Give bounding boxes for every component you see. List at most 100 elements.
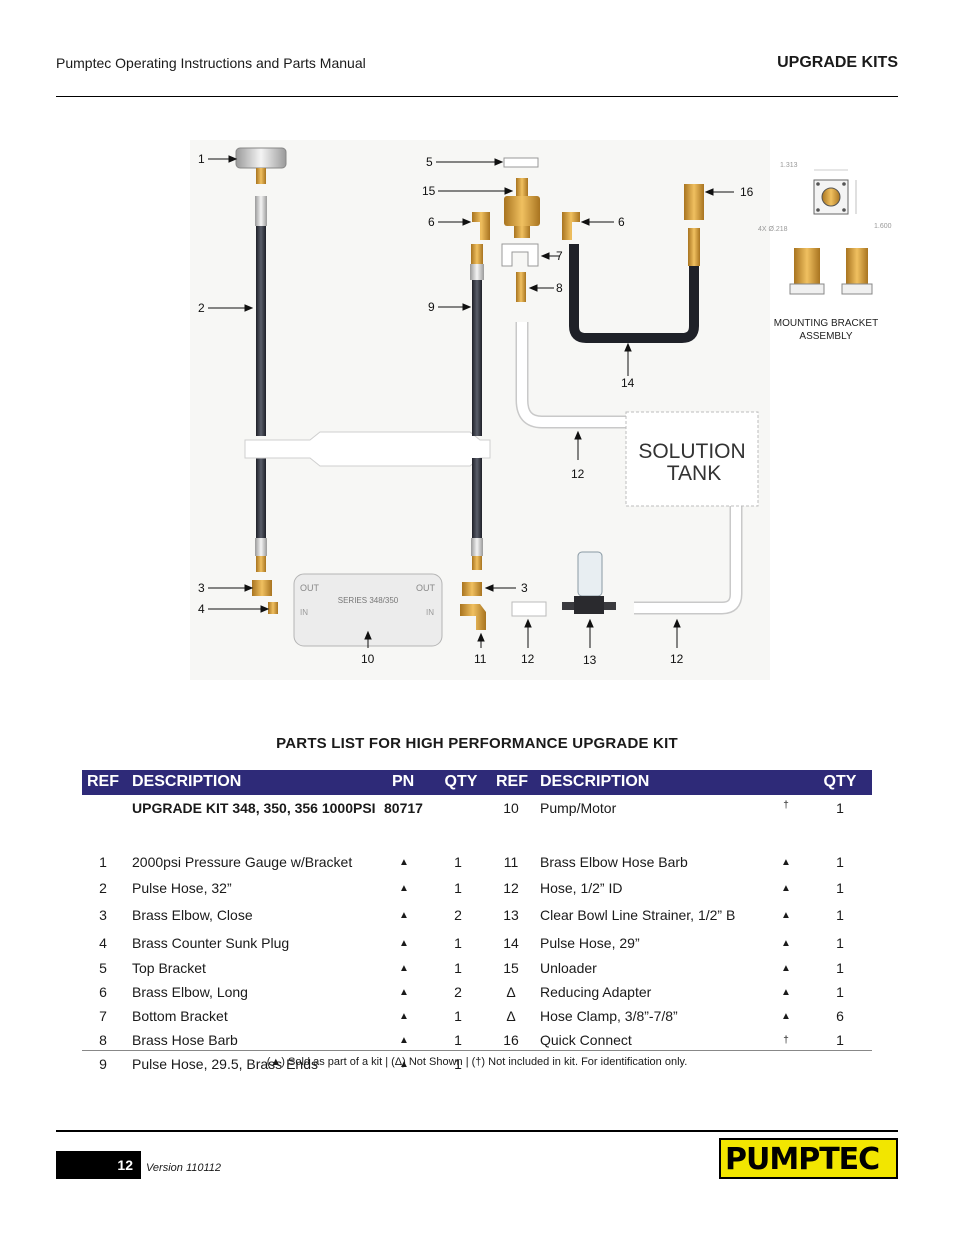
row-mark-2: † (783, 800, 789, 811)
callout-5: 5 (426, 155, 433, 169)
row-ref: 3 (99, 907, 107, 923)
manual-title: Pumptec Operating Instructions and Parts… (56, 55, 366, 71)
device-out-text-2: OUT (416, 583, 436, 593)
row-qty: 1 (454, 935, 462, 951)
header-rule (56, 96, 898, 97)
device-in-text-2: IN (426, 608, 434, 617)
row-kit-mark: ▲ (399, 938, 409, 949)
row-qty: 2 (454, 984, 462, 1000)
row-qty-2: 1 (836, 1032, 844, 1048)
row-kit-mark-2: ▲ (781, 938, 791, 949)
row-qty-2: 6 (836, 1008, 844, 1024)
brass-elbow-close-left (252, 580, 272, 596)
callout-numbers: 1 2 3 4 5 6 6 7 8 9 3 10 11 12 13 12 14 … (198, 152, 754, 667)
row-qty: 2 (454, 907, 462, 923)
callout-6-right: 6 (618, 215, 625, 229)
pulse-hose-29 (569, 244, 699, 343)
kit-pn: 80717 (384, 800, 423, 816)
pumptec-logo: PUMPTEC (719, 1138, 898, 1179)
device-series-text: SERIES 348/350 (338, 596, 399, 605)
bottom-bracket (501, 243, 539, 267)
row-ref-2: Δ (506, 1008, 516, 1024)
hose-segment (511, 601, 547, 617)
row-kit-mark: ▲ (399, 987, 409, 998)
row-description: Pulse Hose, 32” (132, 880, 232, 896)
row-ref: 2 (99, 880, 107, 896)
page-number: 12 (56, 1151, 141, 1179)
footer-rule (56, 1130, 898, 1132)
table-header: REF DESCRIPTION PN QTY REF DESCRIPTION Q… (82, 770, 872, 795)
row-qty: 1 (454, 960, 462, 976)
header-ref: REF (87, 773, 119, 790)
row-ref-2: Δ (506, 984, 516, 1000)
table-legend: (▲) Sold as part of a kit | (Δ) Not Show… (266, 1056, 688, 1068)
row-kit-mark: ▲ (399, 963, 409, 974)
header-description-2: DESCRIPTION (540, 773, 650, 790)
row-kit-mark: ▲ (399, 883, 409, 894)
row-qty-2: 1 (836, 935, 844, 951)
header-pn: PN (392, 773, 415, 790)
brass-elbow-hose-barb (460, 604, 486, 630)
device-out-text: OUT (300, 583, 320, 593)
dim-holes: 4X Ø.218 (758, 226, 788, 233)
row-kit-mark: ▲ (399, 1011, 409, 1022)
mounting-bracket-detail: 1.313 1.600 4X Ø.218 MOUNTING BRACKET AS… (758, 162, 892, 342)
pulse-hose-32 (255, 196, 267, 572)
tank-label-line1: SOLUTION (638, 440, 745, 463)
break-band (244, 431, 491, 467)
row-description: Brass Elbow, Long (132, 984, 248, 1000)
callout-1: 1 (198, 152, 205, 166)
pulse-hose-29-5 (470, 244, 484, 570)
brass-elbow-long-left (472, 212, 490, 240)
version-label: Version 110112 (146, 1162, 222, 1174)
callout-4: 4 (198, 602, 205, 616)
header-description: DESCRIPTION (132, 773, 242, 790)
line-strainer (562, 551, 616, 614)
row-qty-2: 1 (836, 800, 844, 816)
parts-list-title: PARTS LIST FOR HIGH PERFORMANCE UPGRADE … (276, 735, 678, 752)
row-qty: 1 (454, 1008, 462, 1024)
row-description-2: Clear Bowl Line Strainer, 1/2” B (540, 907, 736, 923)
row-kit-mark: ▲ (399, 857, 409, 868)
row-ref-2: 11 (503, 854, 519, 870)
counter-sunk-plug (268, 602, 278, 614)
row-qty-2: 1 (836, 880, 844, 896)
logo-text: PUMPTEC (725, 1142, 880, 1177)
row-description: 2000psi Pressure Gauge w/Bracket (132, 854, 353, 870)
callout-3-right: 3 (521, 581, 528, 595)
section-title: UPGRADE KITS (777, 54, 898, 71)
row-description: Bottom Bracket (132, 1008, 228, 1024)
row-qty: 1 (454, 854, 462, 870)
pressure-gauge (235, 147, 287, 184)
callout-12-c: 12 (571, 467, 585, 481)
row-kit-mark-2: ▲ (781, 910, 791, 921)
bracket-caption-line1: MOUNTING BRACKET (774, 318, 878, 329)
row-qty-2: 1 (836, 854, 844, 870)
callout-14: 14 (621, 376, 635, 390)
brass-hose-barb (516, 272, 526, 302)
row-ref: 1 (99, 854, 107, 870)
dim-height: 1.600 (874, 223, 892, 230)
row-description-2: Pulse Hose, 29” (540, 935, 640, 951)
dim-width: 1.313 (780, 162, 798, 169)
callout-2: 2 (198, 301, 205, 315)
row-qty-2: 1 (836, 984, 844, 1000)
row-description-2: Unloader (540, 960, 597, 976)
row-ref-2: 10 (503, 800, 519, 816)
row-description: Pulse Hose, 29.5, Brass Ends (132, 1056, 318, 1072)
callout-6-left: 6 (428, 215, 435, 229)
header-qty-2: QTY (823, 773, 857, 790)
row-ref-2: 13 (503, 907, 519, 923)
kit-description: UPGRADE KIT 348, 350, 356 1000PSI (132, 800, 376, 816)
row-ref: 4 (99, 935, 107, 951)
row-description: Brass Elbow, Close (132, 907, 253, 923)
quick-connect (684, 184, 704, 266)
row-ref: 5 (99, 960, 107, 976)
row-ref: 7 (99, 1008, 107, 1024)
tank-label-line2: TANK (667, 462, 721, 485)
row-ref: 8 (99, 1032, 107, 1048)
row-qty: 1 (454, 1032, 462, 1048)
row-qty: 1 (454, 1056, 462, 1072)
callout-9: 9 (428, 300, 435, 314)
callout-12-a: 12 (521, 652, 535, 666)
